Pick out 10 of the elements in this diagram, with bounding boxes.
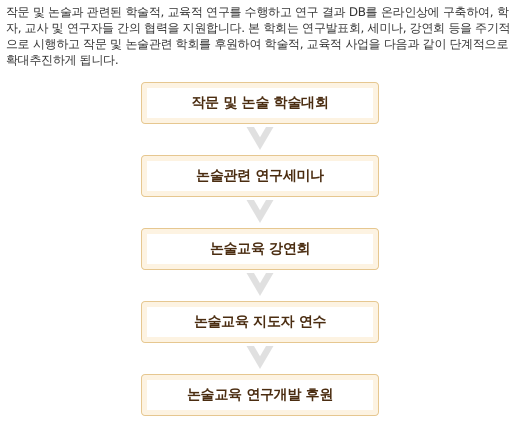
chevron-arrow	[246, 127, 274, 150]
step-box: 논술교육 강연회	[141, 228, 379, 270]
chevron-arrow	[246, 346, 274, 369]
chevron-arrow	[246, 273, 274, 296]
step-box: 논술관련 연구세미나	[141, 155, 379, 197]
step-box: 논술교육 지도자 연수	[141, 301, 379, 343]
step-box: 작문 및 논술 학술대회	[141, 82, 379, 124]
intro-paragraph: 작문 및 논술과 관련된 학술적, 교육적 연구를 수행하고 연구 결과 DB를 온라인상에 구축하여, 학자, 교사 및 연구자들 간의 협력을 지원합니다. 본 학회는 연구발표회, 세미나, 강연회 등을 주기적으로 시행하고 작문 및 논술관련 학회를 후원하여 학술적, 교육적 사업을 다음과 같이 단계적으로 확대추진하게 됩니다.	[6, 4, 512, 68]
chevron-arrow	[246, 200, 274, 223]
step-box: 논술교육 연구개발 후원	[141, 374, 379, 416]
